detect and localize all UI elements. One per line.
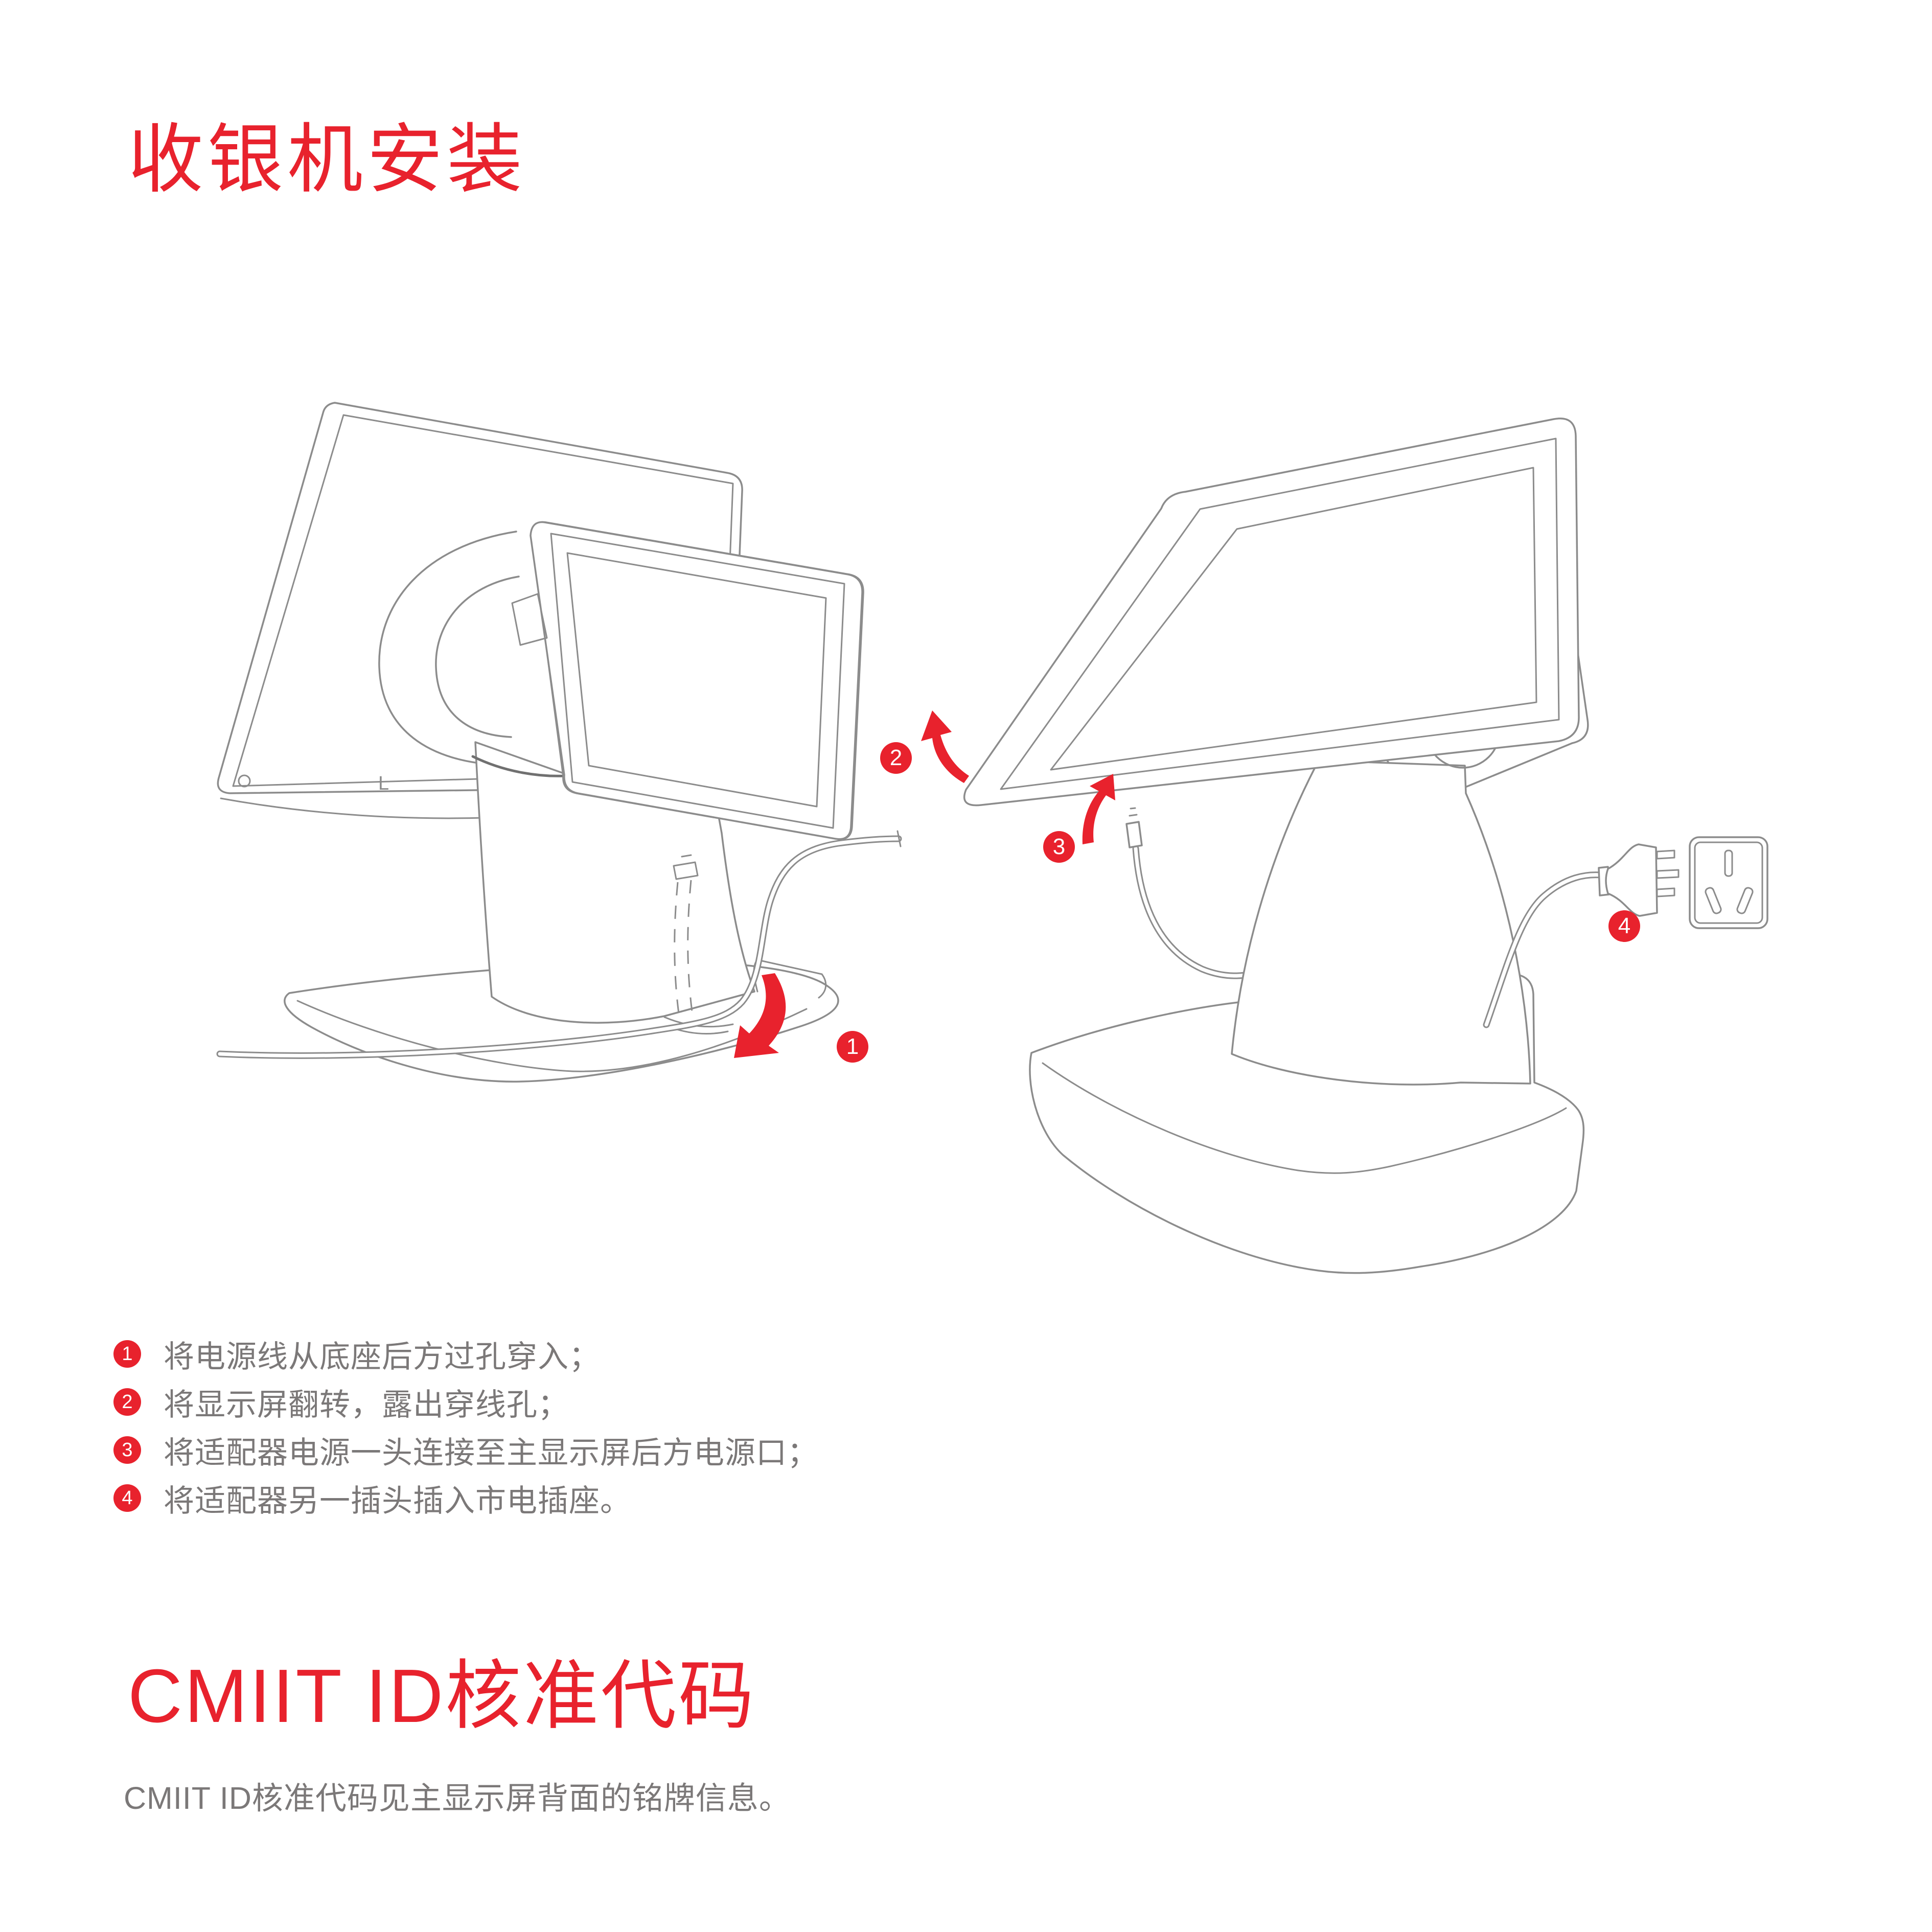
screw-icon — [238, 774, 251, 788]
left-machine: L — [216, 402, 902, 1083]
step-item-4: 4 将适配器另一插头插入市电插座。 — [113, 1474, 818, 1522]
socket-earth-slot — [1724, 849, 1733, 877]
step-item-1: 1 将电源线从底座后方过孔穿入； — [113, 1330, 818, 1378]
step-number-badge-3: 3 — [113, 1436, 141, 1464]
step-number-badge-1: 1 — [113, 1340, 141, 1368]
hidden-cable-dashed — [673, 854, 699, 1022]
diagram-step-marker-2: 2 — [880, 742, 912, 774]
mains-cable-plug — [1483, 843, 1680, 1028]
main-display-bottom-edge — [220, 797, 486, 819]
step2-arrow — [921, 710, 969, 783]
socket-right-slot — [1736, 887, 1754, 914]
cmiit-description: CMIIT ID核准代码见主显示屏背面的铭牌信息。 — [124, 1781, 791, 1815]
page-title: 收银机安装 — [128, 118, 526, 202]
cable-connector-icon — [673, 854, 699, 880]
step-number-badge-2: 2 — [113, 1388, 141, 1416]
step1-arrow — [734, 973, 786, 1058]
socket-left-slot — [1705, 887, 1722, 914]
cable-tip — [896, 830, 902, 847]
screen-label: L — [378, 773, 389, 794]
step-item-3: 3 将适配器电源一头连接至主显示屏后方电源口； — [113, 1426, 818, 1474]
step-number-badge-4: 4 — [113, 1484, 141, 1512]
steps-list: 1 将电源线从底座后方过孔穿入； 2 将显示屏翻转，露出穿线孔； 3 将适配器电… — [113, 1330, 818, 1522]
cmiit-title: CMIIT ID核准代码 — [128, 1654, 756, 1738]
step-text-1: 将电源线从底座后方过孔穿入； — [164, 1339, 600, 1374]
wall-socket — [1689, 836, 1768, 929]
diagram-step-marker-3: 3 — [1043, 831, 1075, 863]
step-text-3: 将适配器电源一头连接至主显示屏后方电源口； — [164, 1435, 818, 1470]
right-machine — [921, 418, 1768, 1274]
diagram-step-marker-1: 1 — [837, 1031, 868, 1063]
power-cable-left — [216, 830, 902, 1059]
diagram-step-marker-4: 4 — [1608, 910, 1640, 942]
main-display-front — [963, 418, 1580, 807]
stand-column-right — [1231, 760, 1531, 1086]
step-item-2: 2 将显示屏翻转，露出穿线孔； — [113, 1378, 818, 1426]
customer-display — [511, 521, 864, 840]
stand-loop — [378, 531, 520, 766]
step-text-2: 将显示屏翻转，露出穿线孔； — [164, 1387, 569, 1422]
dc-connector-icon — [1125, 821, 1143, 848]
mount-bracket — [511, 593, 548, 646]
step3-arrow — [1082, 774, 1115, 844]
step-text-4: 将适配器另一插头插入市电插座。 — [164, 1483, 631, 1518]
plug-pins — [1656, 849, 1680, 898]
